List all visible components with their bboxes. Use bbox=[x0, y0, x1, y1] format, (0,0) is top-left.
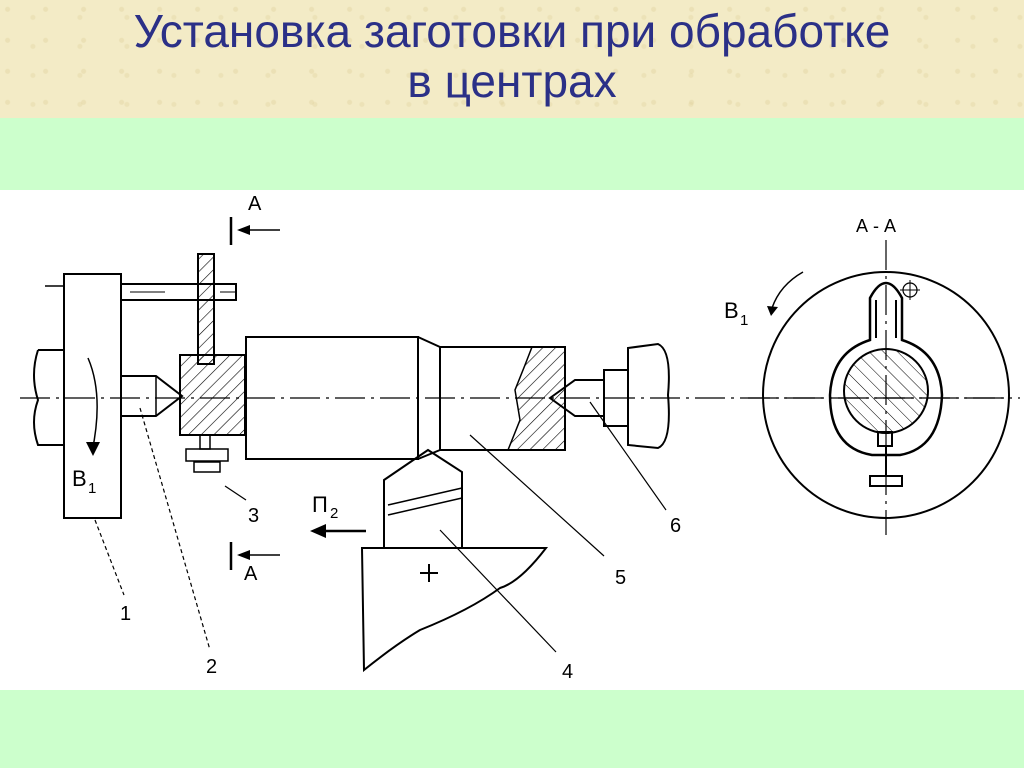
title-line-2: в центрах bbox=[407, 55, 617, 107]
label-b1-sub: 1 bbox=[88, 480, 96, 497]
callout-6: 6 bbox=[670, 515, 681, 537]
slide-title: Установка заготовки при обработке в цент… bbox=[0, 6, 1024, 106]
faceplate bbox=[63, 273, 122, 519]
figure-panel: А А А - А В 1 В 1 П 2 1 2 3 4 5 6 bbox=[0, 190, 1024, 690]
callout-1: 1 bbox=[120, 603, 131, 625]
label-p2-sub: 2 bbox=[330, 505, 338, 522]
callout-4: 4 bbox=[562, 661, 573, 683]
label-b1-section-sub: 1 bbox=[740, 312, 748, 329]
callout-2: 2 bbox=[206, 656, 217, 678]
carrier-arm bbox=[197, 253, 215, 365]
cutting-tool bbox=[383, 448, 463, 549]
title-line-1: Установка заготовки при обработке bbox=[133, 5, 891, 57]
workpiece-large bbox=[245, 336, 419, 460]
tool-holder bbox=[360, 547, 549, 673]
label-section-title: А - А bbox=[856, 216, 896, 236]
label-section-bottom: А bbox=[244, 563, 258, 585]
front-center bbox=[121, 375, 184, 417]
callout-3: 3 bbox=[248, 505, 259, 527]
label-b1-letter: В bbox=[72, 466, 87, 491]
rotation-arrow-b1 bbox=[87, 357, 98, 453]
callout-5: 5 bbox=[615, 567, 626, 589]
tailstock-quill bbox=[627, 342, 670, 450]
section-view bbox=[748, 240, 1020, 535]
spindle bbox=[33, 349, 64, 446]
technical-drawing: А А А - А В 1 В 1 П 2 1 2 3 4 5 6 bbox=[20, 193, 1020, 683]
label-p2-letter: П bbox=[312, 492, 328, 517]
title-band: Установка заготовки при обработке в цент… bbox=[0, 0, 1024, 118]
label-b1-section-letter: В bbox=[724, 298, 739, 323]
label-section-top: А bbox=[248, 193, 262, 215]
carrier-body bbox=[179, 354, 246, 436]
